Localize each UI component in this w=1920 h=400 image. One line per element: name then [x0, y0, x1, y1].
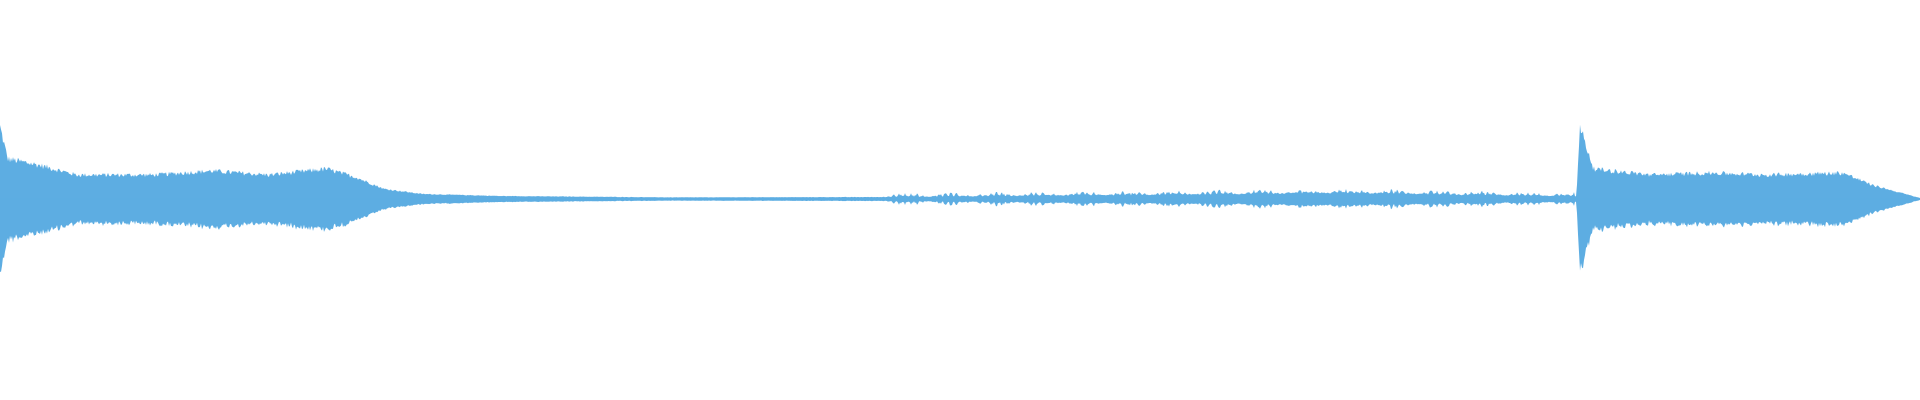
waveform-graphic	[0, 124, 1920, 272]
audio-waveform	[0, 124, 1920, 272]
